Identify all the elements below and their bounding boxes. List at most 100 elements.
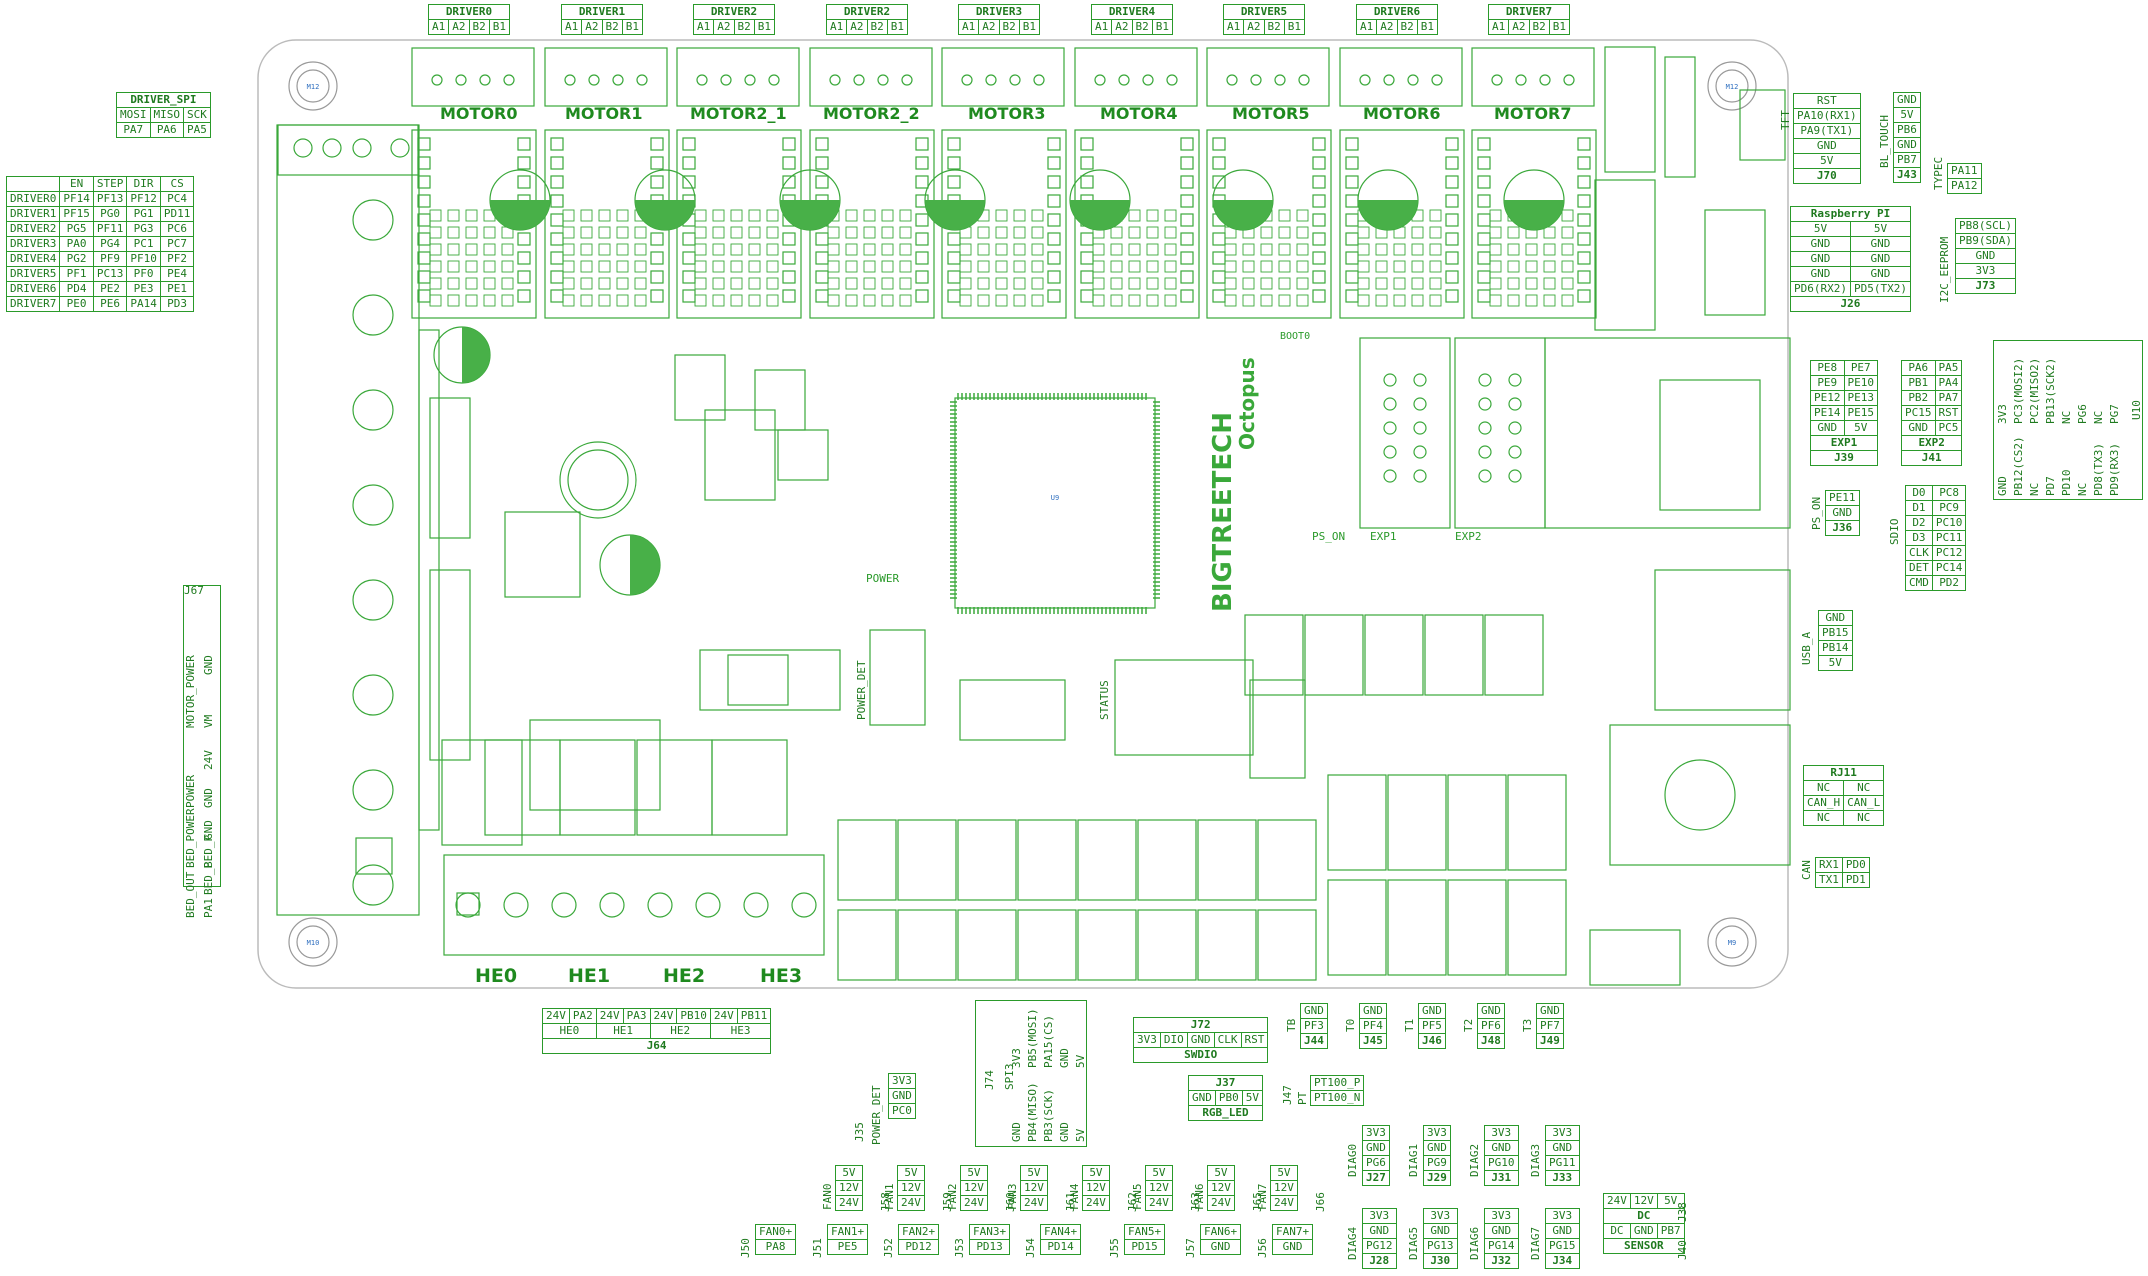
dc-cell: 12V bbox=[1629, 1193, 1658, 1209]
driver-pin bbox=[1577, 251, 1591, 265]
driver-pin-name: A2 bbox=[846, 19, 868, 35]
mcu-label: U9 bbox=[1051, 494, 1059, 502]
driver-pin bbox=[1445, 137, 1459, 151]
driver-pin-name: A1 bbox=[1487, 19, 1510, 35]
j64-cell: 24V bbox=[649, 1008, 678, 1024]
driver-pin-name: A2 bbox=[713, 19, 735, 35]
driver-pin bbox=[1080, 251, 1094, 265]
table-body: FAN7+GND bbox=[1271, 1224, 1314, 1255]
fan-out-bot: PE5 bbox=[826, 1239, 869, 1255]
driver-pin bbox=[782, 289, 796, 303]
table-row: PF5 bbox=[1418, 1018, 1446, 1034]
driver-pin-name: B2 bbox=[866, 19, 888, 35]
driver-pin bbox=[815, 232, 829, 246]
raspberry-cell: GND bbox=[1790, 236, 1851, 252]
pad bbox=[580, 277, 593, 290]
driver-pin bbox=[682, 289, 696, 303]
diag-cell: PG6 bbox=[1362, 1155, 1390, 1171]
pad bbox=[1260, 226, 1273, 239]
pad bbox=[429, 294, 442, 307]
driver-pin bbox=[1312, 289, 1326, 303]
driver-pin bbox=[782, 270, 796, 284]
table-row: 5V bbox=[1270, 1165, 1298, 1181]
pad bbox=[1164, 209, 1177, 222]
motor-pin bbox=[1274, 74, 1286, 86]
fan-out-top: FAN3+ bbox=[968, 1224, 1011, 1240]
pad bbox=[634, 226, 647, 239]
pad bbox=[1561, 226, 1574, 239]
pad bbox=[1507, 226, 1520, 239]
thermistor-connector bbox=[1424, 614, 1484, 696]
thermistor-connector bbox=[1304, 614, 1364, 696]
sdio-cell: PC8 bbox=[1931, 485, 1967, 501]
fan-power-cell: 24V bbox=[1207, 1195, 1235, 1211]
table-row: PE5 bbox=[826, 1239, 869, 1255]
driver-pin bbox=[650, 156, 664, 170]
pad bbox=[827, 277, 840, 290]
fan-connector bbox=[1017, 909, 1077, 981]
driver-pin bbox=[1577, 156, 1591, 170]
driver-pin bbox=[1345, 251, 1359, 265]
j74-top-pin: 5V bbox=[1074, 1054, 1087, 1068]
driver-table-cell: DRIVER3 bbox=[5, 236, 61, 252]
fan-power-side: FAN0 bbox=[821, 1183, 834, 1211]
j70-cell: RST bbox=[1793, 93, 1861, 109]
exp1-cell: PE10 bbox=[1843, 375, 1878, 391]
driver-name: DRIVER2 bbox=[826, 4, 908, 20]
pad bbox=[845, 277, 858, 290]
driver-pin bbox=[947, 251, 961, 265]
brand-label: BIGTREETECH bbox=[1208, 412, 1238, 612]
driver-pin bbox=[1445, 251, 1459, 265]
diag-cell: 3V3 bbox=[1484, 1208, 1519, 1224]
pad bbox=[1296, 243, 1309, 256]
pad bbox=[881, 243, 894, 256]
pad bbox=[1507, 294, 1520, 307]
pad bbox=[1013, 277, 1026, 290]
driver-pin-name: A2 bbox=[1376, 19, 1398, 35]
rpi-header bbox=[1594, 179, 1656, 331]
driver-table-cell: PG0 bbox=[92, 206, 128, 222]
driver-pin-name: B1 bbox=[1283, 19, 1306, 35]
sdio-cell: PC12 bbox=[1931, 545, 1967, 561]
typec-cell: PA12 bbox=[1947, 178, 1982, 194]
fan-jumper bbox=[1137, 819, 1197, 901]
fan-power-cell: 12V bbox=[897, 1180, 925, 1196]
driver-pin bbox=[682, 251, 696, 265]
pad bbox=[1296, 277, 1309, 290]
fan-out-title: J54 bbox=[1024, 1238, 1037, 1258]
driver-table-cell: PE2 bbox=[92, 281, 128, 297]
j74-title: J74 bbox=[983, 1070, 996, 1090]
table-row: J49 bbox=[1536, 1033, 1564, 1049]
table-row: 5V bbox=[1082, 1165, 1110, 1181]
table-row: DRIVER0 bbox=[428, 4, 510, 20]
ic bbox=[529, 719, 661, 811]
table-row: RJ11 bbox=[1802, 765, 1885, 781]
exp2-cell: PC5 bbox=[1934, 420, 1963, 436]
driver-table-header: EN bbox=[59, 176, 94, 192]
table-row: PT100_N bbox=[1309, 1090, 1365, 1106]
pad bbox=[562, 209, 575, 222]
j64-cell: PB10 bbox=[676, 1008, 711, 1024]
diag-cell: GND bbox=[1423, 1140, 1451, 1156]
driver-name: DRIVER7 bbox=[1488, 4, 1570, 20]
table-row: PG13 bbox=[1423, 1238, 1458, 1254]
pad bbox=[1031, 294, 1044, 307]
table-row: GND bbox=[1418, 1003, 1446, 1019]
terminal-screw bbox=[352, 199, 394, 241]
u10-table bbox=[1993, 340, 2143, 500]
pad bbox=[766, 277, 779, 290]
